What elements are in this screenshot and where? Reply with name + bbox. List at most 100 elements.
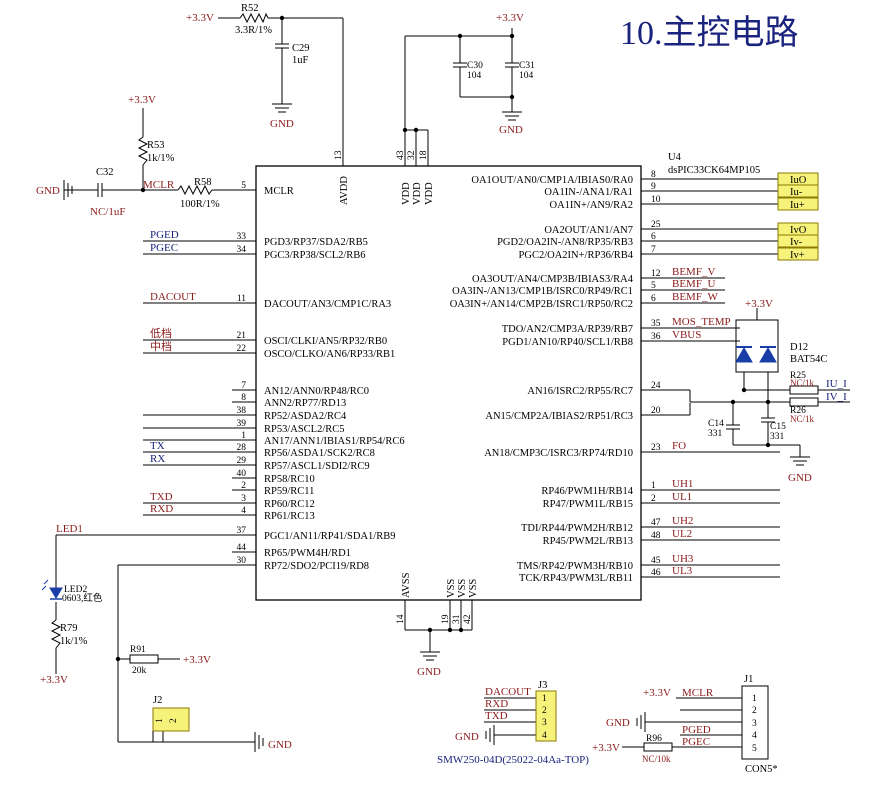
j1-pin-3: 3 xyxy=(752,719,757,729)
led2-value: 0603,红色 xyxy=(62,592,103,604)
right-net-label-4: VBUS xyxy=(672,329,701,341)
chip-right-pin-label-17: RP45/PWM2L/RB13 xyxy=(543,536,633,547)
r96-ref: R96 xyxy=(646,734,662,744)
j3-net-4: GND xyxy=(455,731,479,743)
chip-right-pin-number-8: 6 xyxy=(651,294,656,304)
resistor-r26-symbol xyxy=(789,397,819,407)
j3-part: SMW250-04D(25022-04Aa-TOP) xyxy=(437,754,589,766)
chip-right-pin-number-0: 8 xyxy=(651,170,656,180)
resistor-r53-symbol xyxy=(137,136,149,166)
chip-right-pin-number-11: 24 xyxy=(651,381,661,391)
j1-net-pged: PGED xyxy=(682,724,711,736)
left-net-label-2: DACOUT xyxy=(150,291,196,303)
chip-bottom-pin-number-2: 31 xyxy=(452,614,462,624)
r79-ref: R79 xyxy=(60,623,78,634)
left-net-label-9: LED1 xyxy=(56,523,83,535)
ground-symbol-c29 xyxy=(272,103,292,113)
left-net-label-3: 低档 xyxy=(150,326,172,340)
j3-pin-1: 1 xyxy=(542,694,547,704)
left-net-label-8: RXD xyxy=(150,503,173,515)
port-box-5 xyxy=(777,247,819,261)
chip-bottom-pin-number-0: 14 xyxy=(396,614,406,624)
c14-value: 331 xyxy=(708,429,723,439)
chip-right-pin-number-6: 12 xyxy=(651,269,661,279)
chip-left-pin-label-11: RP56/ASDA1/SCK2/RC8 xyxy=(264,448,375,459)
j3-net-3: TXD xyxy=(485,710,508,722)
chip-right-pin-label-0: OA1OUT/AN0/CMP1A/IBIAS0/RA0 xyxy=(471,175,633,186)
chip-right-pin-number-3: 25 xyxy=(651,220,661,230)
chip-left-pin-label-18: RP65/PWM4H/RD1 xyxy=(264,548,351,559)
ground-symbol-c32 xyxy=(63,180,73,200)
ground-label-c32: GND xyxy=(36,185,60,197)
chip-bottom-pin-number-1: 19 xyxy=(441,614,451,624)
chip-right-pin-number-7: 5 xyxy=(651,281,656,291)
right-net-label-6: UH1 xyxy=(672,478,693,490)
chip-right-pin-label-12: AN15/CMP2A/IBIAS2/RP51/RC3 xyxy=(485,411,633,422)
chip-left-pin-number-13: 40 xyxy=(237,469,247,479)
d12-ref: D12 xyxy=(790,342,808,353)
chip-left-pin-number-17: 37 xyxy=(237,526,247,536)
chip-left-pin-label-6: AN12/ANN0/RP48/RC0 xyxy=(264,386,369,397)
chip-left-pin-number-7: 8 xyxy=(241,393,246,403)
chip-left-pin-number-5: 22 xyxy=(237,344,247,354)
chip-left-pin-label-4: OSCI/CLKI/AN5/RP32/RB0 xyxy=(264,336,387,347)
chip-left-pin-label-0: MCLR xyxy=(264,186,294,197)
chip-right-pin-label-8: OA3IN+/AN14/CMP2B/ISRC1/RP50/RC2 xyxy=(450,299,633,310)
chip-left-pin-number-15: 3 xyxy=(241,494,246,504)
j1-part: CON5* xyxy=(745,764,778,775)
chip-left-pin-label-14: RP59/RC11 xyxy=(264,486,314,497)
chip-right-pin-number-15: 2 xyxy=(651,494,656,504)
led2-ref: LED2 xyxy=(64,585,87,595)
chip-right-pin-number-9: 35 xyxy=(651,319,661,329)
r25-ref: R25 xyxy=(790,371,806,381)
right-net-label-5: FO xyxy=(672,440,686,452)
chip-left-pin-number-2: 34 xyxy=(237,245,247,255)
j1-pin-2: 2 xyxy=(752,706,757,716)
chip-left-pin-label-8: RP52/ASDA2/RC4 xyxy=(264,411,347,422)
resistor-r79-symbol xyxy=(50,619,62,649)
chip-left-pin-number-6: 7 xyxy=(241,381,246,391)
ground-symbol-vss xyxy=(420,651,440,661)
chip-right-pin-number-18: 45 xyxy=(651,556,661,566)
c15-value: 331 xyxy=(770,432,785,442)
ground-label-j2: GND xyxy=(268,739,292,751)
chip-right-pin-label-6: OA3OUT/AN4/CMP3B/IBIAS3/RA4 xyxy=(472,274,634,285)
chip-left-pin-number-12: 29 xyxy=(237,456,247,466)
chip-right-pin-number-16: 47 xyxy=(651,518,661,528)
resistor-r96-symbol xyxy=(643,742,673,752)
ground-layer xyxy=(63,103,810,752)
chip-left-pin-number-8: 38 xyxy=(237,406,247,416)
text-layer: 10.主控电路 U4 dsPIC33CK64MP105 +3.3V R52 3.… xyxy=(36,3,847,775)
j3-pin-2: 2 xyxy=(542,706,547,716)
chip-top-pin-label-0: AVDD xyxy=(339,176,350,205)
right-net-label-7: UL1 xyxy=(672,491,692,503)
chip-right-pin-label-2: OA1IN+/AN9/RA2 xyxy=(549,200,633,211)
chip-top-pin-number-2: 32 xyxy=(407,150,417,160)
chip-left-pin-label-17: PGC1/AN11/RP41/SDA1/RB9 xyxy=(264,531,395,542)
chip-bottom-pin-label-3: VSS xyxy=(468,579,479,598)
port-label-1: Iu- xyxy=(790,187,803,198)
right-net-label-11: UL3 xyxy=(672,565,693,577)
c30-ref: C30 xyxy=(467,61,483,71)
chip-right-pin-number-10: 36 xyxy=(651,332,661,342)
r96-value: NC/10k xyxy=(642,754,671,764)
power-label-r53: +3.3V xyxy=(128,94,156,106)
port-label-5: Iv+ xyxy=(790,250,805,261)
chip-right-pin-label-9: TDO/AN2/CMP3A/RP39/RB7 xyxy=(502,324,633,335)
chip-left-pin-number-1: 33 xyxy=(237,232,247,242)
power-label-r52: +3.3V xyxy=(186,12,214,24)
chip-left-pin-number-16: 4 xyxy=(241,506,246,516)
port-label-4: Iv- xyxy=(790,237,803,248)
ground-label-c29: GND xyxy=(270,118,294,130)
chip-top-pin-number-3: 18 xyxy=(419,150,429,160)
chip-left-pin-label-13: RP58/RC10 xyxy=(264,474,315,485)
resistor-r91-symbol xyxy=(129,654,159,664)
connector-j2 xyxy=(152,707,190,742)
port-box-2 xyxy=(777,197,819,211)
c29-ref: C29 xyxy=(292,43,310,54)
port-label-2: Iu+ xyxy=(790,200,805,211)
r79-value: 1k/1% xyxy=(60,636,88,647)
generated-label-layer: MCLR5PGD3/RP37/SDA2/RB533PGC3/RP38/SCL2/… xyxy=(56,150,807,624)
chip-left-pin-number-11: 28 xyxy=(237,443,247,453)
power-label-j1: +3.3V xyxy=(643,687,671,699)
